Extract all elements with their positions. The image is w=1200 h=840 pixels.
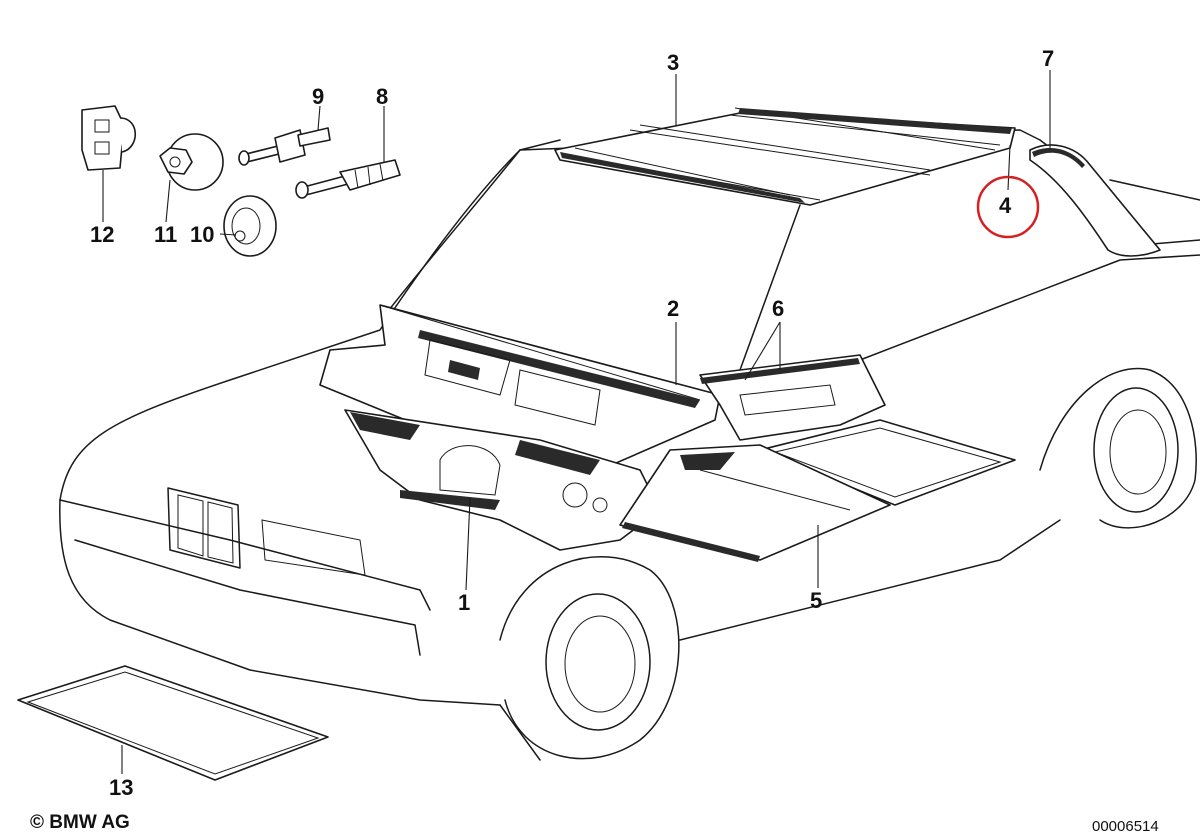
c-pillar-trim-part: [1029, 144, 1161, 257]
callout-13: 13: [109, 775, 134, 800]
callout-8: 8: [376, 84, 389, 109]
callout-1: 1: [458, 590, 471, 615]
callout-10: 10: [190, 222, 215, 247]
callout-7: 7: [1042, 46, 1055, 71]
drawing-number: 00006514: [1092, 818, 1159, 835]
front-floor-carpet-part: [619, 444, 891, 562]
callout-3: 3: [667, 50, 680, 75]
callout-4: 4: [999, 193, 1012, 218]
callout-12: 12: [90, 222, 115, 247]
callout-9: 9: [312, 84, 325, 109]
callout-6: 6: [772, 296, 785, 321]
callout-5: 5: [810, 588, 823, 613]
roof-headliner-part: [554, 107, 1016, 206]
callout-2: 2: [667, 296, 680, 321]
callout-11: 11: [154, 222, 178, 247]
leader-lines: [102, 70, 1051, 774]
fasteners-group: [81, 105, 401, 257]
rear-tunnel-insulation-part: [699, 354, 886, 441]
copyright-notice: © BMW AG: [30, 812, 130, 833]
callout-4-highlight-ring: [976, 175, 1040, 239]
firewall-insulation-part: [344, 409, 661, 551]
trunk-mat-part: [17, 665, 329, 781]
